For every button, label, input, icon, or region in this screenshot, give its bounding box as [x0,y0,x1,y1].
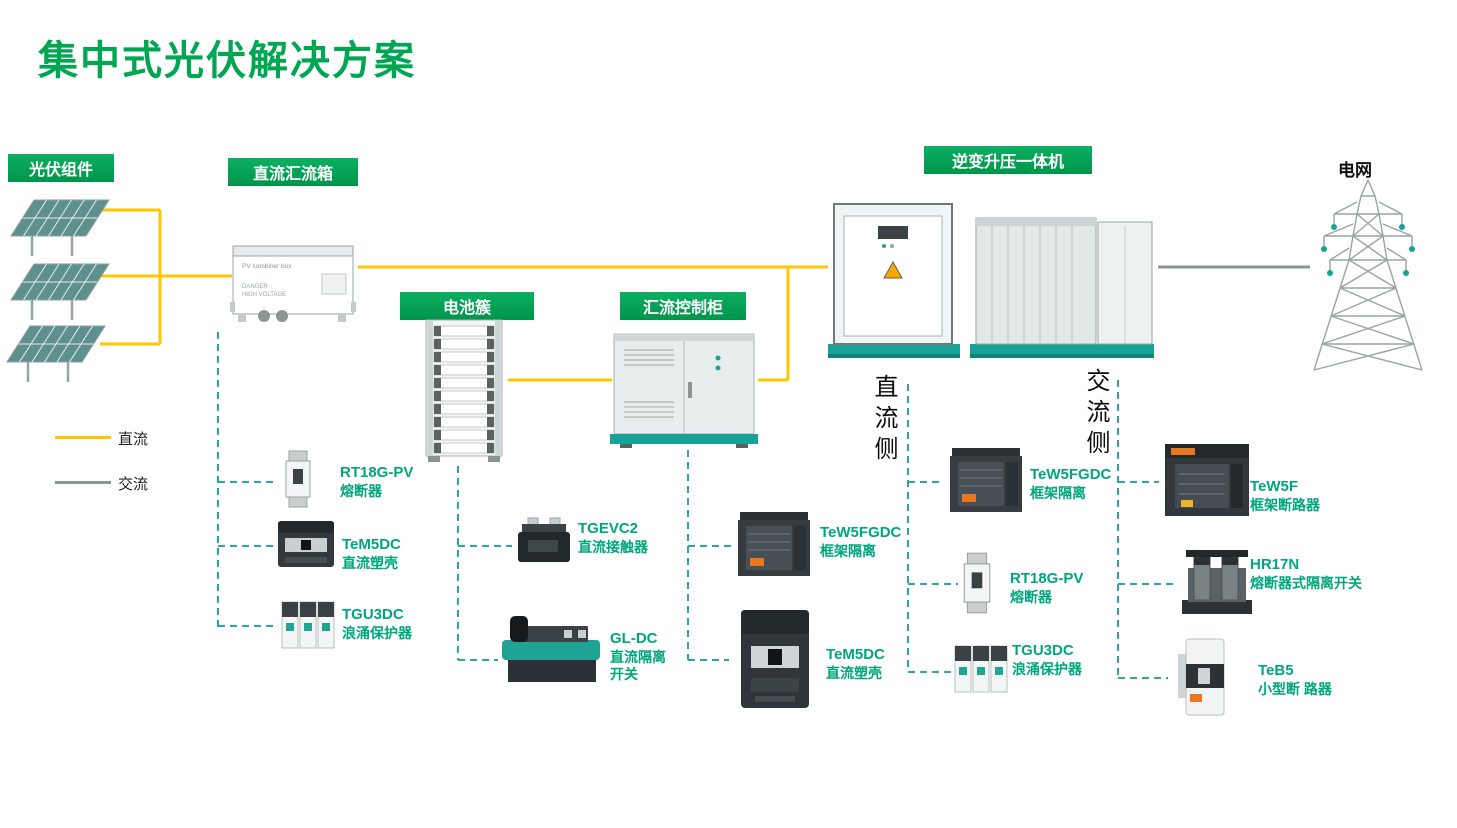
legend-ac-label: 交流 [118,476,149,493]
product-image-rt18g-pv [285,450,311,508]
product-desc: 熔断器式隔离开关 [1250,574,1362,591]
product-name: RT18G-PV [1010,570,1084,587]
product-image-tem5dc-large [741,610,809,708]
product-name: TGU3DC [342,606,404,623]
product-callout: TeM5DC 直流塑壳 [826,646,885,682]
product-image-tgevc2 [518,517,570,562]
product-image-rt18g-pv [963,552,991,614]
combiner-control-cabinet-graphic [610,333,758,448]
product-desc: 小型断 路器 [1258,680,1332,697]
product-callout: TGU3DC 浪涌保护器 [1012,642,1082,678]
product-desc: 直流隔离开关 [610,648,666,683]
product-name: TeM5DC [342,536,401,553]
product-name: TeB5 [1258,662,1294,679]
product-desc: 熔断器 [340,482,382,499]
product-callout: HR17N 熔断器式隔离开关 [1250,556,1362,592]
product-image-tgu3dc [281,601,335,649]
label-grid: 电网 [1338,161,1372,180]
product-name: GL-DC [610,630,658,647]
product-callout: TeW5F 框架断路器 [1250,478,1320,514]
product-desc: 直流接触器 [578,538,648,555]
product-callout: GL-DC 直流隔离开关 [610,630,674,684]
product-desc: 浪涌保护器 [1012,660,1082,677]
product-image-tgu3dc [954,645,1008,693]
product-image-tew5fgdc [738,512,810,576]
product-desc: 直流塑壳 [342,554,398,571]
battery-cluster-graphic [425,319,503,462]
dc-lines [100,208,828,382]
label-combiner-control-cabinet: 汇流控制柜 [620,292,746,320]
product-image-hr17n [1182,550,1252,614]
product-callout: TGU3DC 浪涌保护器 [342,606,412,642]
transmission-tower-graphic [1313,179,1423,371]
label-dc-combiner-box: 直流汇流箱 [228,158,358,186]
product-name: TeW5F [1250,478,1299,495]
combiner-box-text: PV combiner box [242,263,292,270]
legend-dc-label: 直流 [118,431,149,448]
product-image-tew5f [1165,444,1249,516]
product-image-teb5 [1178,638,1225,716]
product-name: TeW5FGDC [1030,466,1112,483]
solar-panel-graphic [6,325,106,382]
dc-combiner-box-graphic: PV combiner box DANGER HIGH VOLTAGE [230,245,356,322]
legend-dc-line [55,436,111,439]
product-desc: 框架断路器 [1250,496,1320,513]
ac-side-label: 交流侧 [1082,368,1109,461]
inverter-booster-graphic [828,203,1154,358]
product-image-tem5dc [278,521,334,567]
product-name: HR17N [1250,556,1300,573]
product-name: TeW5FGDC [820,524,902,541]
combiner-box-warning-1: DANGER [242,284,268,290]
product-desc: 框架隔离 [820,542,876,559]
product-callout: TeB5 小型断 路器 [1258,662,1332,698]
label-battery-cluster: 电池簇 [400,292,534,320]
product-desc: 直流塑壳 [826,664,882,681]
solar-panel-graphic [10,199,110,256]
product-name: TGEVC2 [578,520,639,537]
dc-side-label: 直流侧 [870,374,897,467]
product-callout: TGEVC2 直流接触器 [578,520,648,556]
product-callout: TeM5DC 直流塑壳 [342,536,401,572]
page-title: 集中式光伏解决方案 [38,39,416,83]
label-pv-modules: 光伏组件 [8,154,114,182]
product-name: RT18G-PV [340,464,414,481]
solar-panel-graphic [10,263,110,320]
product-image-tew5fgdc [950,448,1022,512]
callout-dashed-lines [217,332,1174,679]
product-desc: 熔断器 [1010,588,1052,605]
label-inverter-booster: 逆变升压一体机 [924,146,1092,174]
product-name: TeM5DC [826,646,885,663]
product-name: TGU3DC [1012,642,1074,659]
product-desc: 浪涌保护器 [342,624,412,641]
legend-ac-line [55,481,111,484]
product-desc: 框架隔离 [1030,484,1086,501]
product-callout: RT18G-PV 熔断器 [340,464,413,500]
product-image-gl-dc [502,616,600,682]
product-callout: TeW5FGDC 框架隔离 [1030,466,1111,502]
combiner-box-warning-2: HIGH VOLTAGE [242,292,286,298]
product-callout: RT18G-PV 熔断器 [1010,570,1083,606]
product-callout: TeW5FGDC 框架隔离 [820,524,901,560]
